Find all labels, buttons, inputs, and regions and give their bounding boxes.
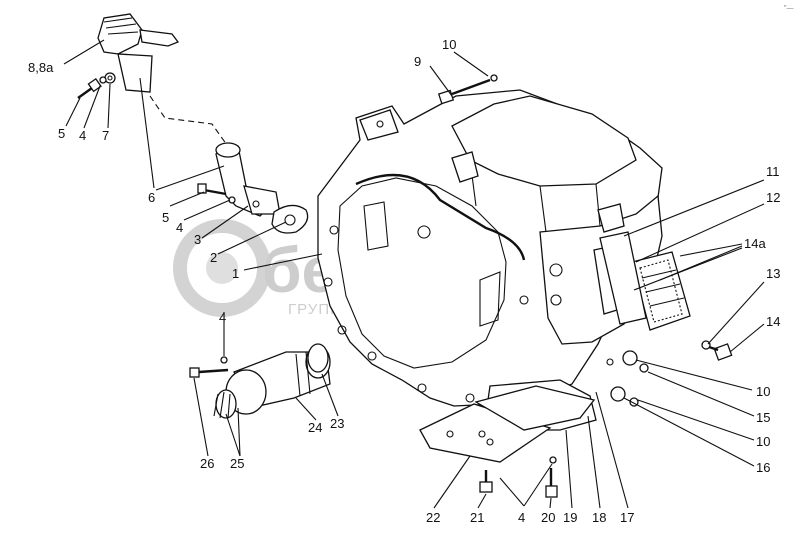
bolt-26 <box>189 367 229 378</box>
label-part-5: 5 <box>162 210 169 225</box>
seal-ring-23 <box>307 343 329 373</box>
label-part-9: 9 <box>414 54 421 69</box>
cover-plate-12 <box>599 231 647 325</box>
label-part-8-8a: 8,8a <box>28 60 54 75</box>
label-part-10: 10 <box>756 384 770 399</box>
label-part-23: 23 <box>330 416 344 431</box>
watermark-logo-ring <box>173 219 271 317</box>
washer-10-a <box>639 363 649 373</box>
label-part-2: 2 <box>210 250 217 265</box>
bolt-5-top <box>77 77 102 99</box>
plug-16 <box>610 386 626 402</box>
plug-15 <box>622 350 638 366</box>
label-part-14a: 14a <box>744 236 766 251</box>
label-part-24: 24 <box>308 420 322 435</box>
clutch-housing <box>317 89 663 431</box>
assembly-path-dashed <box>149 95 233 153</box>
gasket-18 <box>474 385 596 431</box>
gasket-2 <box>271 204 309 234</box>
label-part-17: 17 <box>620 510 634 525</box>
label-part-21: 21 <box>470 510 484 525</box>
label-part-4: 4 <box>176 220 183 235</box>
label-part-10: 10 <box>442 37 456 52</box>
label-part-18: 18 <box>592 510 606 525</box>
bolt-20 <box>545 468 558 498</box>
label-part-7: 7 <box>102 128 109 143</box>
label-part-14: 14 <box>766 314 780 329</box>
label-part-19: 19 <box>563 510 577 525</box>
label-part-12: 12 <box>766 190 780 205</box>
label-part-13: 13 <box>766 266 780 281</box>
label-part-26: 26 <box>200 456 214 471</box>
watermark-logo-core <box>206 252 238 284</box>
washer-4-top <box>99 76 107 84</box>
washer-4-bottom <box>549 456 557 464</box>
label-part-4: 4 <box>219 310 226 325</box>
housing-holes <box>323 120 614 403</box>
breather-assembly <box>97 13 180 93</box>
label-part-6: 6 <box>148 190 155 205</box>
label-part-4: 4 <box>79 128 86 143</box>
washer-13 <box>701 340 711 350</box>
bolt-21 <box>479 470 493 493</box>
washer-10-top <box>490 74 498 82</box>
label-part-11: 11 <box>766 164 780 179</box>
label-part-3: 3 <box>194 232 201 247</box>
label-part-5: 5 <box>58 126 65 141</box>
label-part-22: 22 <box>426 510 440 525</box>
label-part-4: 4 <box>518 510 525 525</box>
elbow-pipe <box>215 142 281 217</box>
corner-mark: ″— <box>784 5 793 12</box>
label-part-15: 15 <box>756 410 770 425</box>
part-labels: 8,8a 5 4 7 6 5 4 3 2 1 10 9 11 12 14a 13… <box>28 37 780 525</box>
label-part-20: 20 <box>541 510 555 525</box>
washer-4-left <box>220 356 228 364</box>
label-part-16: 16 <box>756 460 770 475</box>
label-part-25: 25 <box>230 456 244 471</box>
leader-lines <box>63 39 765 509</box>
label-part-1: 1 <box>232 266 239 281</box>
label-part-10: 10 <box>756 434 770 449</box>
